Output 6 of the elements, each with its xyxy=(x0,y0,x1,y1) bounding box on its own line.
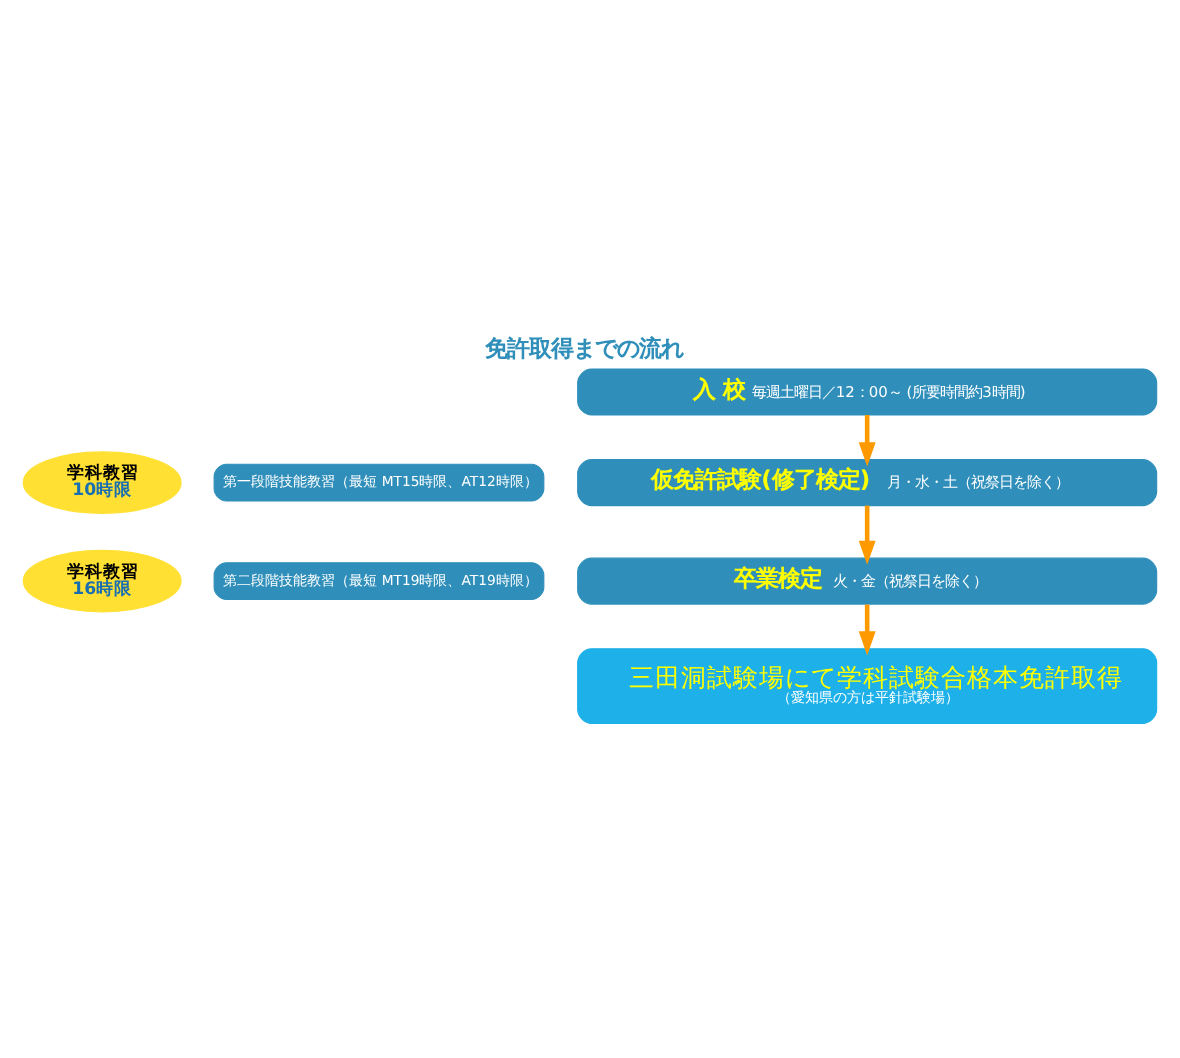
arrow xyxy=(858,415,876,467)
arrow xyxy=(858,505,876,565)
node-ellipse: 学科教習 10時限 xyxy=(22,451,182,514)
diagram-title: 免許取得までの流れ xyxy=(484,334,683,363)
arrow xyxy=(858,604,876,656)
node-ellipse: 学科教習 16時限 xyxy=(22,549,182,613)
